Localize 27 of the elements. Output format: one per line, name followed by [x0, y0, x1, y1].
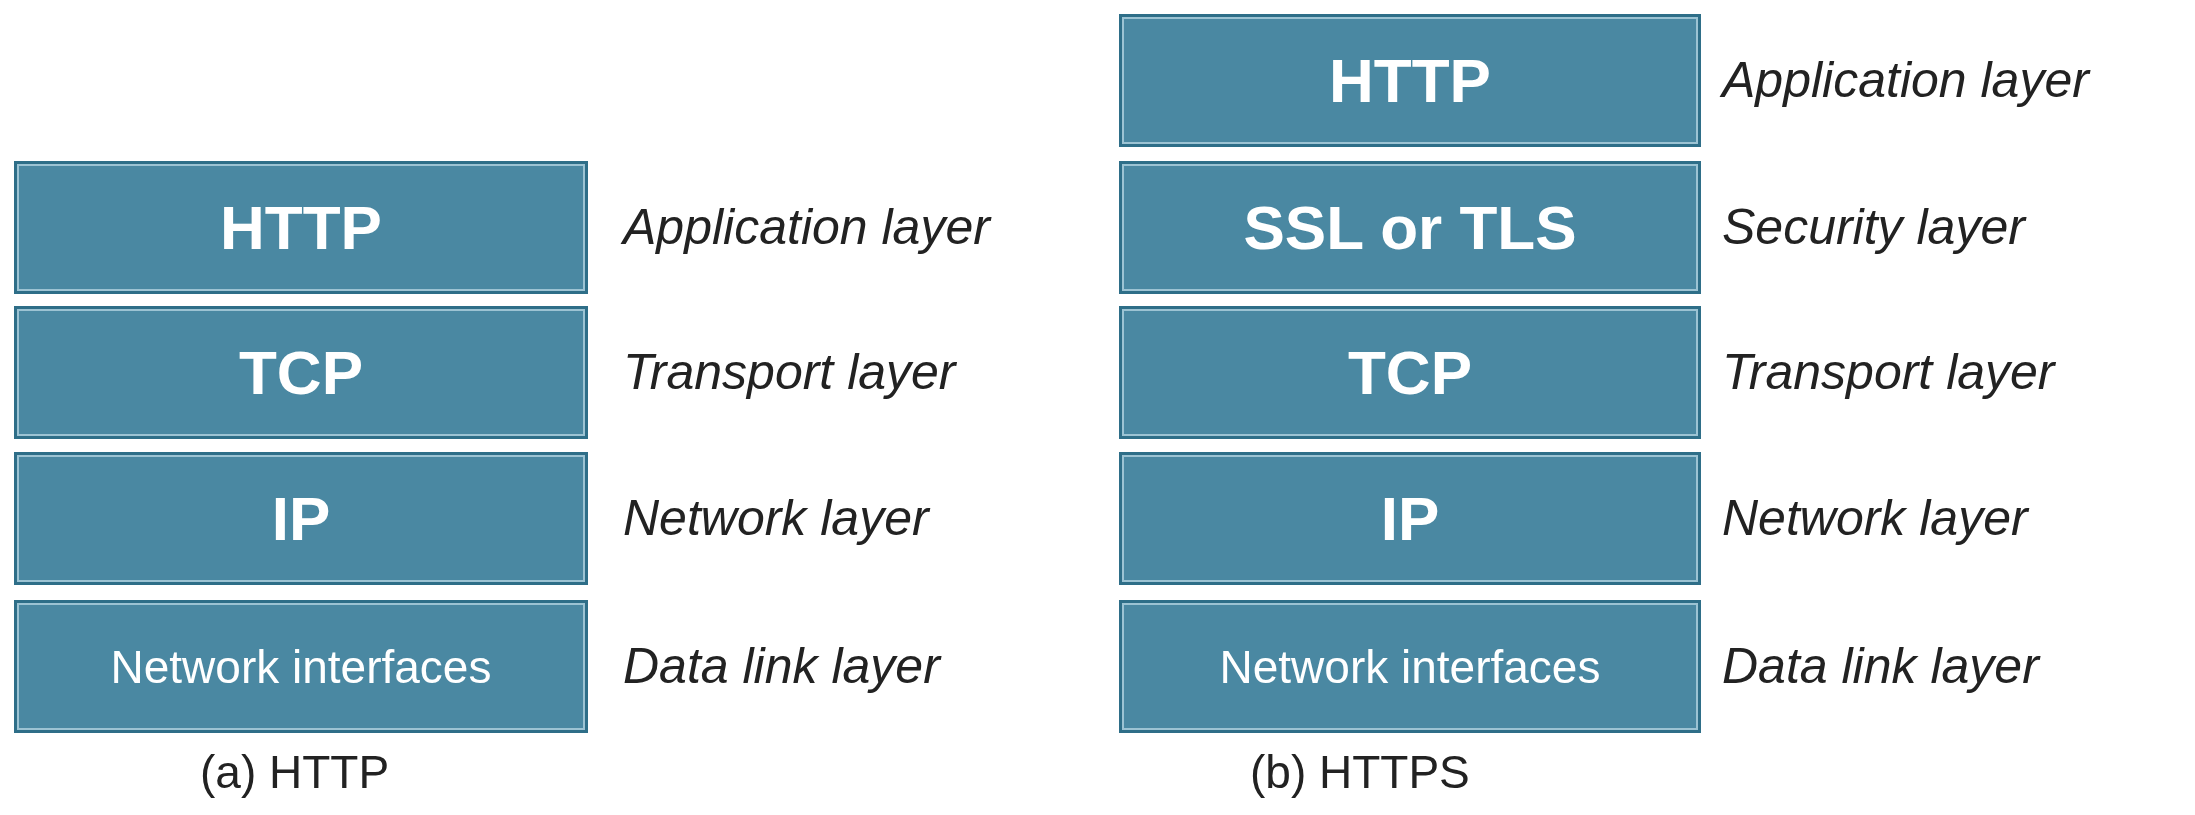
layer-box	[14, 452, 588, 585]
protocol-name: IP	[271, 483, 331, 554]
protocol-name: TCP	[1348, 337, 1472, 408]
protocol-name: IP	[1380, 483, 1440, 554]
figure-caption: (a) HTTP	[200, 745, 390, 799]
protocol-name: TCP	[239, 337, 363, 408]
layer-box	[14, 600, 588, 733]
layer-name: Network layer	[1722, 488, 2028, 547]
layer-box	[14, 306, 588, 439]
layer-box	[1119, 452, 1701, 585]
layer-name: Security layer	[1722, 197, 2025, 256]
layer-box	[1119, 14, 1701, 147]
layer-name: Network layer	[623, 488, 929, 547]
layer-box	[1119, 161, 1701, 294]
layer-box	[1119, 600, 1701, 733]
protocol-name: SSL or TLS	[1243, 192, 1577, 263]
layer-name: Transport layer	[623, 342, 956, 401]
layer-name: Data link layer	[1722, 636, 2039, 695]
layer-name: Data link layer	[623, 636, 940, 695]
protocol-name: HTTP	[220, 192, 382, 263]
layer-box	[1119, 306, 1701, 439]
protocol-name: HTTP	[1329, 45, 1491, 116]
figure-caption: (b) HTTPS	[1250, 745, 1470, 799]
layer-name: Transport layer	[1722, 342, 2055, 401]
protocol-name: Network interfaces	[1219, 639, 1601, 694]
protocol-name: Network interfaces	[110, 639, 492, 694]
layer-box	[14, 161, 588, 294]
